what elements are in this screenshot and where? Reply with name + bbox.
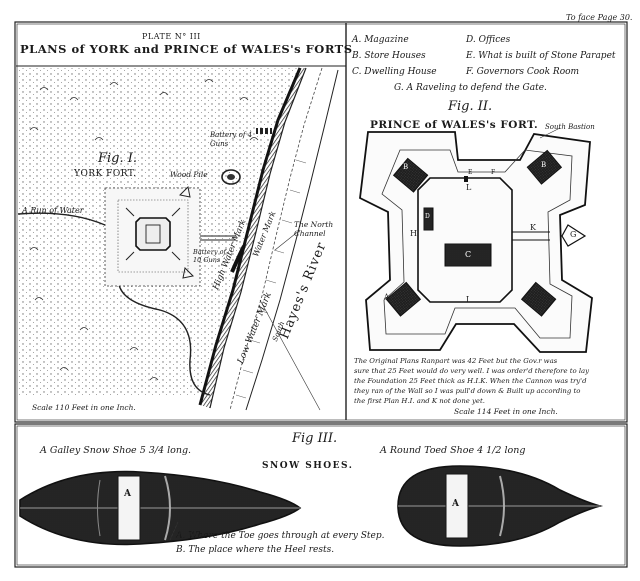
- south-bastion-label: South Bastion: [545, 123, 595, 131]
- fort-letter-c: C: [465, 250, 472, 259]
- york-fort-plan: [104, 185, 236, 287]
- fig1-label: Fig. I.: [98, 151, 138, 166]
- fort-letter-b-left: B: [403, 163, 409, 171]
- fig3-note-b: B. The place where the Heel rests.: [176, 545, 335, 555]
- galley-snow-shoe: [19, 470, 302, 546]
- fort-letter-h: H: [410, 229, 417, 238]
- fig2-note-line-3: the Foundation 25 Feet thick as H.I.K. W…: [354, 377, 587, 385]
- wood-pile-label: Wood Pile: [170, 170, 208, 179]
- fort-letter-a: A: [384, 293, 390, 301]
- plate-number: PLATE N° III: [142, 32, 201, 41]
- fort-letter-g: G: [570, 230, 577, 239]
- hayes-river: [198, 67, 340, 411]
- legend-item-c: C. Dwelling House: [352, 67, 437, 77]
- fig2-title: PRINCE of WALES's FORT.: [370, 119, 539, 131]
- run-of-water-stream: [17, 212, 211, 396]
- fort-letter-b-right: B: [541, 161, 547, 169]
- prince-of-wales-fort: [359, 127, 593, 353]
- fort-letter-e: E: [468, 169, 473, 176]
- fig1-scale: Scale 110 Feet in one Inch.: [32, 403, 136, 412]
- fig2-note-line-5: the first Plan H.I. and K not done yet.: [354, 397, 485, 405]
- fort-letter-i: I: [466, 295, 470, 304]
- round-shoe-label-a: A: [452, 499, 459, 509]
- battery-10-label: Battery of 10 Guns: [193, 248, 226, 264]
- legend-item-d: D. Offices: [466, 35, 511, 45]
- galley-shoe-label-a: A: [124, 489, 131, 499]
- fig2-scale: Scale 114 Feet in one Inch.: [454, 407, 558, 416]
- fig2-note-line-1: The Original Plans Ranpart was 42 Feet b…: [354, 357, 558, 365]
- legend-item-a: A. Magazine: [352, 35, 409, 45]
- north-channel-label: The North Channel: [294, 220, 334, 238]
- fort-letter-k: K: [530, 223, 536, 232]
- fig1-leaders: [259, 229, 321, 411]
- fort-letter-d: D: [425, 213, 430, 220]
- round-toed-snow-shoe: [397, 465, 604, 547]
- battery-4-label: Battery of 4 Guns: [210, 131, 253, 148]
- legend-item-g: G. A Raveling to defend the Gate.: [394, 83, 547, 93]
- fig3-title: SNOW SHOES.: [262, 461, 354, 471]
- galley-shoe-caption: A Galley Snow Shoe 5 3/4 long.: [40, 445, 192, 456]
- fig3-note-a: A. Where the Toe goes through at every S…: [176, 531, 385, 541]
- battery-4-guns: [256, 126, 272, 136]
- legend-item-f: F. Governors Cook Room: [466, 67, 580, 77]
- plate-title: PLANS of YORK and PRINCE of WALES's FORT…: [20, 42, 353, 56]
- plate-border: [14, 21, 628, 568]
- battery-10-guns: [230, 245, 246, 273]
- to-face-page: To face Page 30.: [566, 13, 633, 22]
- fig2-note-line-2: sure that 25 Feet would do very well. I …: [354, 367, 590, 375]
- wood-pile: [221, 169, 241, 185]
- fort-letter-l: L: [466, 183, 472, 192]
- fort-letter-f: F: [491, 169, 496, 176]
- york-fort-label: YORK FORT.: [74, 169, 137, 179]
- legend-item-b: B. Store Houses: [352, 51, 426, 61]
- fig2-label: Fig. II.: [448, 99, 493, 114]
- fig3-leader: [169, 521, 179, 541]
- run-of-water-label: A Run of Water: [22, 206, 84, 215]
- legend-item-e: E. What is built of Stone Parapet: [466, 51, 616, 61]
- fig3-label: Fig III.: [292, 431, 338, 446]
- fig2-note-line-4: they ran of the Wall so I was pull'd dow…: [354, 387, 581, 395]
- round-shoe-caption: A Round Toed Shoe 4 1/2 long: [380, 445, 526, 456]
